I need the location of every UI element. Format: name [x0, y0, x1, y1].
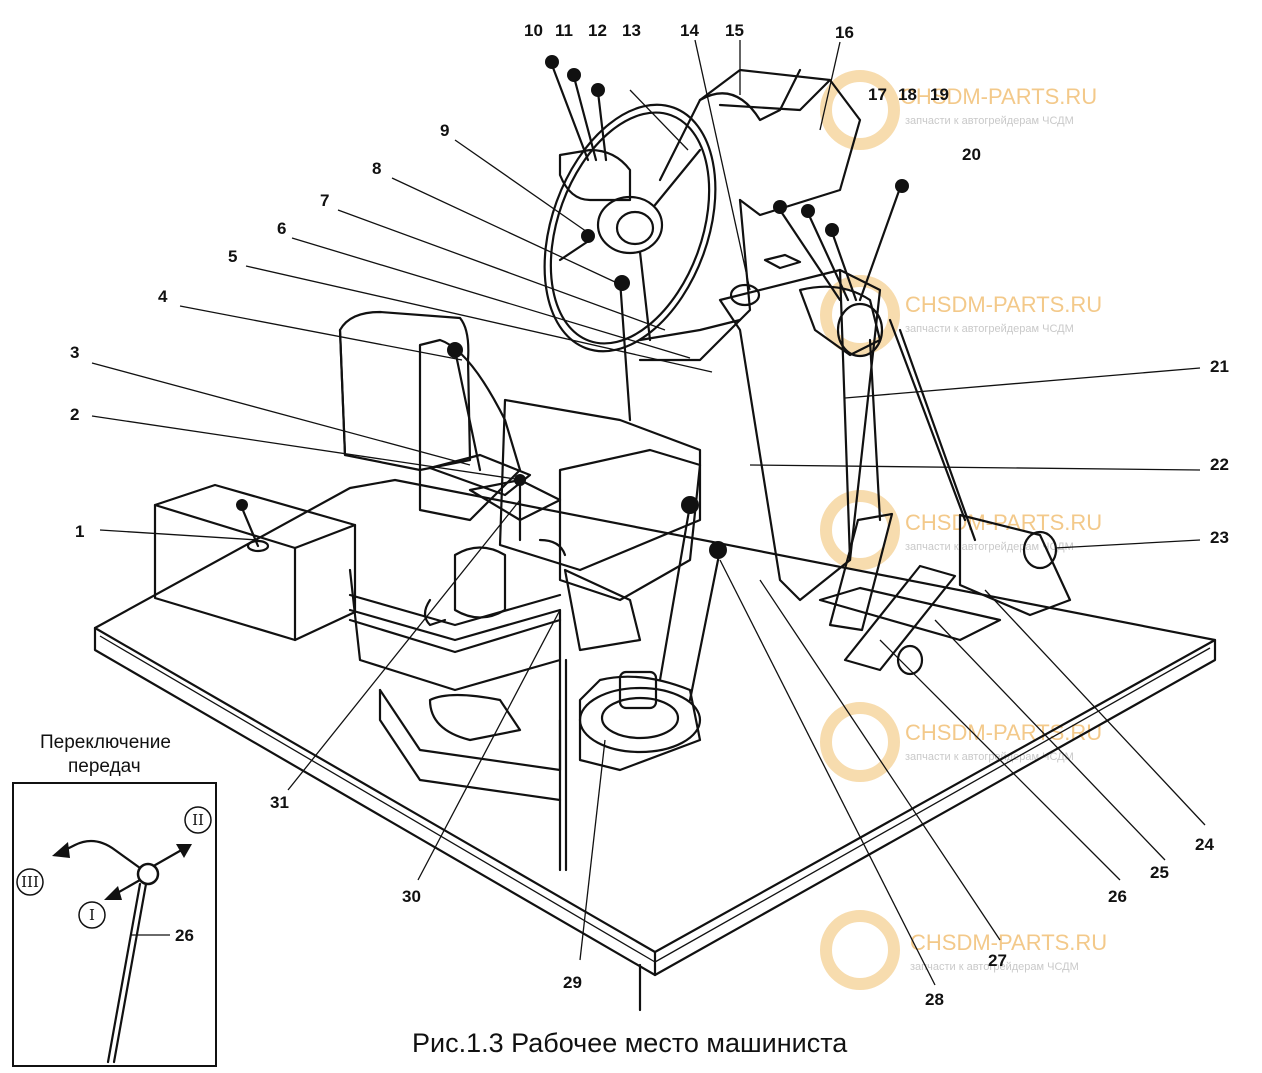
callout-26: 26 — [1108, 887, 1127, 906]
lever-knob-icon — [591, 83, 605, 97]
callout-31: 31 — [270, 793, 289, 812]
knob-icon — [236, 499, 248, 511]
callout-21: 21 — [1210, 357, 1229, 376]
gear-ii-label: II — [192, 811, 204, 829]
watermark-2: CHSDM-PARTS.RU запчасти к автогрейдерам … — [820, 275, 1102, 355]
left-levers — [545, 55, 608, 162]
callout-29: 29 — [563, 973, 582, 992]
gear-lever-rod — [106, 882, 142, 1064]
gear-lever-knob-icon — [614, 275, 630, 291]
callout-25: 25 — [1150, 863, 1169, 882]
callout-6: 6 — [277, 219, 286, 238]
control-column — [718, 268, 884, 602]
watermark-gear-icon — [820, 910, 900, 990]
callout-19: 19 — [930, 85, 949, 104]
inset-callout-26: 26 — [175, 926, 194, 945]
callout-24: 24 — [1195, 835, 1214, 854]
lever-knob-icon — [773, 200, 787, 214]
callout-7: 7 — [320, 191, 329, 210]
callout-13: 13 — [622, 21, 641, 40]
callout-14: 14 — [680, 21, 699, 40]
shift-path-ii — [148, 846, 187, 870]
arrow-up-right-icon — [176, 844, 192, 858]
callout-11: 11 — [555, 21, 573, 40]
gear-shift-inset: Переключение передач II III I 26 — [12, 732, 217, 1067]
watermark-brand-text: CHSDM-PARTS.RU — [905, 510, 1102, 535]
watermark-group: CHSDM-PARTS.RU запчасти к автогрейдерам … — [820, 70, 1107, 990]
watermark-brand-text: CHSDM-PARTS.RU — [900, 84, 1097, 109]
watermark-tagline-text: запчасти к автогрейдерам ЧСДМ — [905, 751, 1074, 763]
arrow-down-left-icon — [104, 886, 122, 900]
gear-lever-pivot-icon — [136, 862, 160, 886]
callout-12: 12 — [588, 21, 607, 40]
lever-knob-icon — [825, 223, 839, 237]
callout-15: 15 — [725, 21, 744, 40]
inset-frame — [12, 782, 217, 1067]
inset-title-line1: Переключение — [40, 732, 171, 753]
callout-3: 3 — [70, 343, 79, 362]
callout-20: 20 — [962, 145, 981, 164]
watermark-gear-icon — [820, 702, 900, 782]
arrow-left-icon — [52, 842, 70, 858]
watermark-3: CHSDM-PARTS.RU запчасти к автогрейдерам … — [820, 490, 1102, 570]
callout-8: 8 — [372, 159, 381, 178]
center-console — [423, 229, 727, 872]
gear-iii-label: III — [21, 873, 39, 891]
watermark-brand-text: CHSDM-PARTS.RU — [905, 292, 1102, 317]
gear-ii-marker — [184, 806, 212, 834]
watermark-tagline-text: запчасти к автогрейдерам ЧСДМ — [905, 541, 1074, 553]
callout-labels: 1 2 3 4 5 6 7 8 9 10 11 12 13 14 15 16 1… — [70, 21, 1229, 1009]
callout-23: 23 — [1210, 528, 1229, 547]
callout-10: 10 — [524, 21, 543, 40]
callout-16: 16 — [835, 23, 854, 42]
operator-seat — [338, 310, 562, 802]
shift-path-iii — [53, 839, 142, 870]
leader-lines — [91, 39, 1206, 986]
lever-knob-icon — [801, 204, 815, 218]
lever-knob-icon — [895, 179, 909, 193]
callout-28: 28 — [925, 990, 944, 1009]
callout-27: 27 — [988, 951, 1007, 970]
watermark-gear-icon — [820, 490, 900, 570]
steering-wheel-assembly — [543, 68, 862, 362]
callout-30: 30 — [402, 887, 421, 906]
lever-knob-icon — [545, 55, 559, 69]
callout-18: 18 — [898, 85, 917, 104]
callout-22: 22 — [1210, 455, 1229, 474]
knob-icon — [581, 229, 595, 243]
pedal-link-knob-icon — [709, 541, 727, 559]
gear-iii-marker — [16, 868, 44, 896]
watermark-1: CHSDM-PARTS.RU запчасти к автогрейдерам … — [820, 70, 1097, 150]
inset-title-line2: передач — [68, 756, 141, 777]
watermark-brand-text: CHSDM-PARTS.RU — [910, 930, 1107, 955]
watermark-gear-icon — [820, 70, 900, 150]
watermark-tagline-text: запчасти к автогрейдерам ЧСДМ — [905, 323, 1074, 335]
callout-1: 1 — [75, 522, 84, 541]
gear-i-marker — [78, 901, 106, 929]
figure-caption: Рис.1.3 Рабочее место машиниста — [412, 1028, 848, 1058]
pedals — [818, 318, 1072, 676]
gear-i-label: I — [89, 906, 95, 924]
gear-lever-rod-edge — [112, 882, 148, 1064]
lever-knob-icon — [567, 68, 581, 82]
watermark-gear-icon — [820, 275, 900, 355]
right-levers — [773, 179, 909, 302]
watermark-tagline-text: запчасти к автогрейдерам ЧСДМ — [910, 961, 1079, 973]
callout-9: 9 — [440, 121, 449, 140]
watermark-tagline-text: запчасти к автогрейдерам ЧСДМ — [905, 115, 1074, 127]
left-box — [153, 483, 357, 642]
watermark-5: CHSDM-PARTS.RU запчасти к автогрейдерам … — [820, 910, 1107, 990]
callout-4: 4 — [158, 287, 168, 306]
pedal-link-knob-icon — [681, 496, 699, 514]
callout-17: 17 — [868, 85, 887, 104]
callout-5: 5 — [228, 247, 237, 266]
callout-2: 2 — [70, 405, 79, 424]
knob-icon — [447, 342, 463, 358]
